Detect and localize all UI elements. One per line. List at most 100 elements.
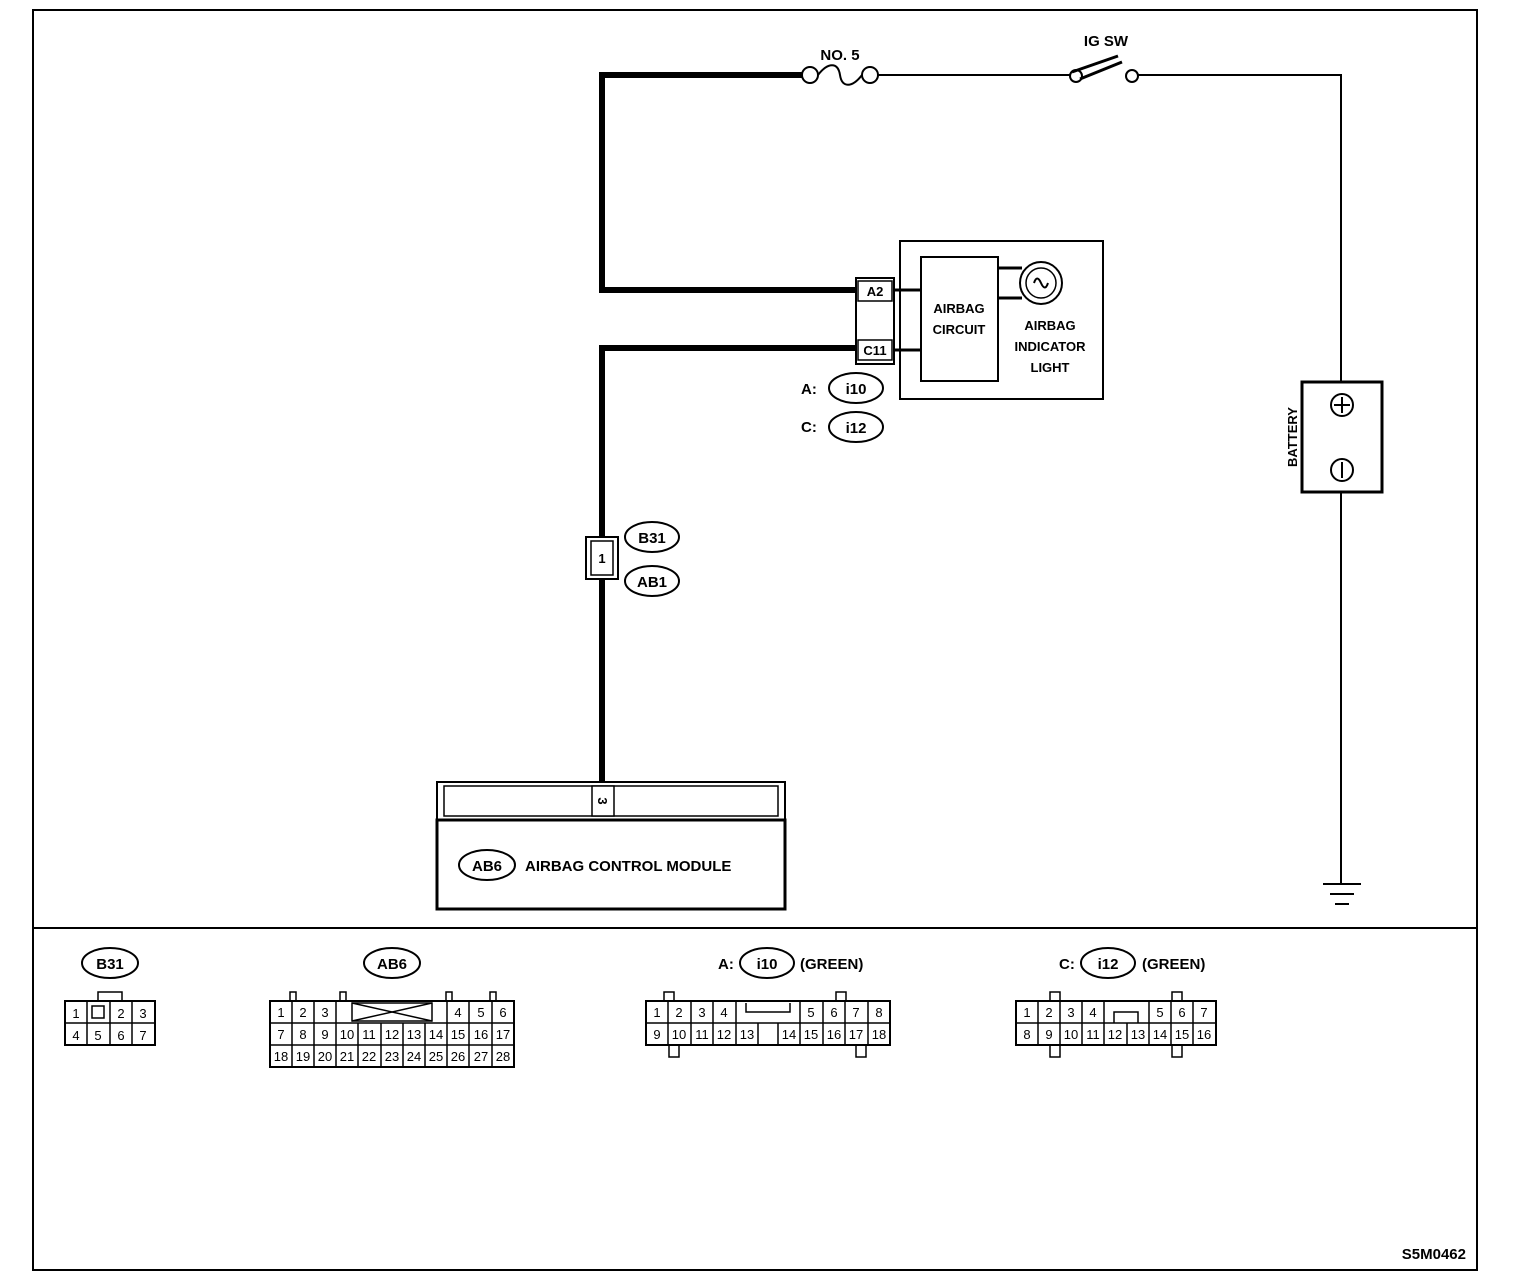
i10-pin: 5 [807,1005,814,1020]
ab6-pin: 1 [277,1005,284,1020]
i12-pin: 7 [1200,1005,1207,1020]
indicator-light-label-3: LIGHT [1031,360,1070,375]
b31-pin: 6 [117,1028,124,1043]
wire-c11-to-b31 [599,345,857,538]
i10-pin: 14 [782,1027,796,1042]
connector-view-ab6: AB6 1 2 3 4 5 6 7 8 [269,947,515,1068]
airbag-circuit-label-1: AIRBAG [933,301,984,316]
i10-pin: 7 [852,1005,859,1020]
ab6-pin: 13 [407,1027,421,1042]
ab6-pin: 22 [362,1049,376,1064]
ignition-switch: IG SW [1069,33,1139,83]
airbag-circuit-box [920,256,999,382]
i12-pin: 2 [1045,1005,1052,1020]
b31-pin: 4 [72,1028,79,1043]
ab6-pin: 24 [407,1049,421,1064]
i10-color: (GREEN) [800,956,863,973]
fuse-label: NO. 5 [820,47,859,64]
ab6-pin: 19 [296,1049,310,1064]
ref-id-i12: i12 [846,420,867,437]
i10-prefix: A: [718,956,734,973]
i10-pin: 2 [675,1005,682,1020]
wire-fuse-to-a2 [599,72,857,293]
i10-pin: 8 [875,1005,882,1020]
i10-pin: 17 [849,1027,863,1042]
ref-prefix-c: C: [801,419,817,436]
wires [599,72,1342,883]
i10-pin: 15 [804,1027,818,1042]
ab6-id: AB6 [377,956,407,973]
ab6-pin: 4 [454,1005,461,1020]
i12-pin: 5 [1156,1005,1163,1020]
i12-id: i12 [1098,956,1119,973]
ab6-pin: 10 [340,1027,354,1042]
ab6-pin: 14 [429,1027,443,1042]
i12-pin: 8 [1023,1027,1030,1042]
i12-pin: 9 [1045,1027,1052,1042]
i12-pin: 10 [1064,1027,1078,1042]
ab6-pin: 8 [299,1027,306,1042]
i12-pin: 3 [1067,1005,1074,1020]
module-pin: 3 [595,797,610,804]
ig-sw-label: IG SW [1084,33,1129,50]
i10-id: i10 [757,956,778,973]
i12-pin: 15 [1175,1027,1189,1042]
ab6-pin: 17 [496,1027,510,1042]
i12-pin: 4 [1089,1005,1096,1020]
ab6-pin: 3 [321,1005,328,1020]
b31-id: B31 [96,956,124,973]
b31-pin: 1 [72,1006,79,1021]
ab6-pin: 21 [340,1049,354,1064]
terminal-a2: A2 [867,284,884,299]
connector-view-b31: B31 1 2 3 4 5 6 7 [64,947,156,1046]
ab6-pin: 11 [362,1027,376,1042]
i10-pin: 6 [830,1005,837,1020]
ab6-pin: 25 [429,1049,443,1064]
b31-pin: 5 [94,1028,101,1043]
i12-pin: 11 [1086,1027,1100,1042]
i12-pin: 6 [1178,1005,1185,1020]
figure-id: S5M0462 [1402,1246,1466,1263]
i12-pin: 12 [1108,1027,1122,1042]
ab6-pin: 15 [451,1027,465,1042]
i10-pin: 1 [653,1005,660,1020]
i10-pin: 11 [695,1027,709,1042]
ground-icon [1323,883,1361,905]
ab6-pin: 9 [321,1027,328,1042]
connector-view-i10: A: i10 (GREEN) 1 2 3 4 5 6 [645,947,891,1058]
b31-pin: 3 [139,1006,146,1021]
i10-pin: 18 [872,1027,886,1042]
ab6-pin: 6 [499,1005,506,1020]
airbag-control-module: 3 AB6 AIRBAG CONTROL MODULE [435,781,787,911]
ab6-pin: 5 [477,1005,484,1020]
ab6-pin: 16 [474,1027,488,1042]
i10-pin: 12 [717,1027,731,1042]
connector-view-i12: C: i12 (GREEN) 1 2 3 4 5 6 7 8 [1015,947,1217,1058]
module-connector-id: AB6 [472,858,502,875]
airbag-circuit-label-2: CIRCUIT [933,322,986,337]
b31-pin: 7 [139,1028,146,1043]
terminal-c11: C11 [863,343,886,358]
ab6-pin: 7 [277,1027,284,1042]
module-label: AIRBAG CONTROL MODULE [525,858,731,875]
ab6-pin: 12 [385,1027,399,1042]
ab6-pin: 18 [274,1049,288,1064]
ab6-pin: 2 [299,1005,306,1020]
b31-pin: 2 [117,1006,124,1021]
diagram-frame [32,9,1478,1271]
i10-pin: 10 [672,1027,686,1042]
i12-pin: 13 [1131,1027,1145,1042]
battery-label: BATTERY [1285,407,1300,467]
combination-meter: A2 C11 AIRBAG CIRCUIT AIRBAG INDICATOR L… [855,240,1104,400]
ref-id-i10: i10 [846,381,867,398]
wire-igsw-to-battery [1138,74,1342,382]
inline-connector-b31-ab1: 1 B31 AB1 [585,521,680,597]
inline-id-b31: B31 [638,530,666,547]
ab6-pin: 20 [318,1049,332,1064]
i10-pin: 9 [653,1027,660,1042]
indicator-light-label-1: AIRBAG [1024,318,1075,333]
ab6-pin: 23 [385,1049,399,1064]
ab6-pin: 26 [451,1049,465,1064]
i12-color: (GREEN) [1142,956,1205,973]
